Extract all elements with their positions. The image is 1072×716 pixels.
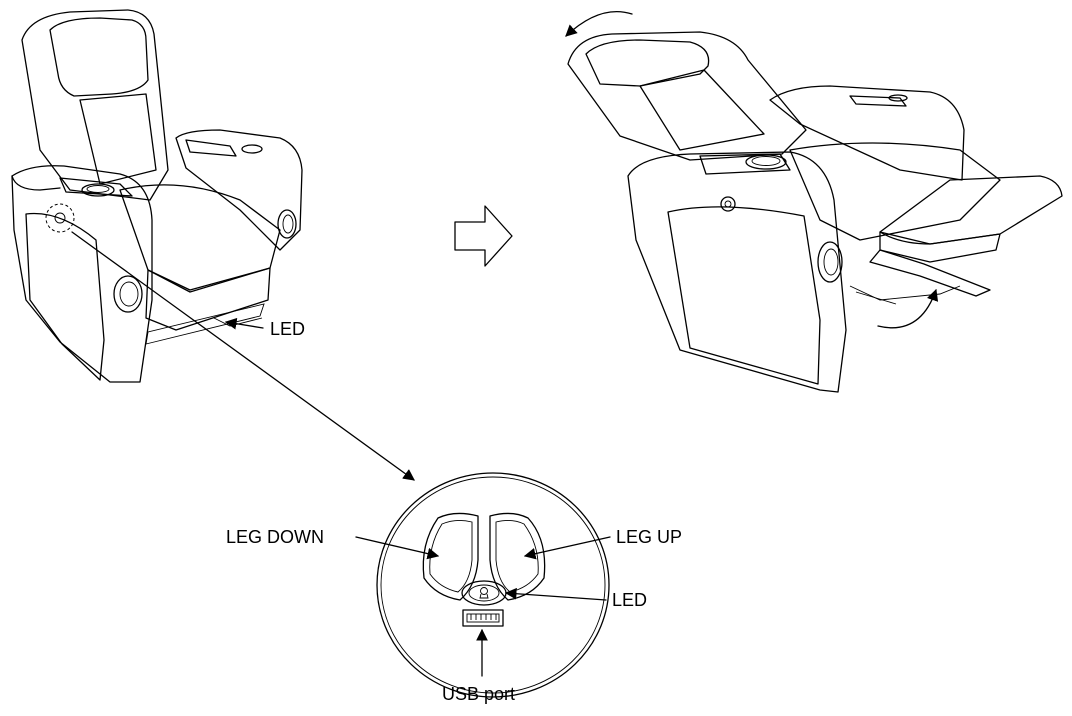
led-button-arrow [504,587,607,601]
usb-port[interactable] [462,609,504,627]
usb-port-label: USB port [442,684,515,704]
light-bulb-icon [479,587,489,599]
leg-down-label: LEG DOWN [226,527,324,547]
leg-down-button[interactable] [422,512,479,601]
zoom-leader-arrow [71,231,415,481]
leg-up-label: LEG UP [616,527,682,547]
led-floor-label: LED [270,319,305,339]
zoom-circle [376,472,610,698]
control-panel-zoom [376,472,610,698]
recline-arrow [565,10,633,37]
transition-arrow-icon [454,205,513,267]
led-button-label: LED [612,590,647,610]
footrest-arrow [877,288,939,329]
recliner-upright [11,9,303,383]
led-floor-arrow [224,317,264,330]
recliner-reclined [565,10,1063,393]
leg-up-arrow [523,536,611,560]
leg-down-arrow [355,536,440,560]
leg-up-button[interactable] [489,512,546,601]
